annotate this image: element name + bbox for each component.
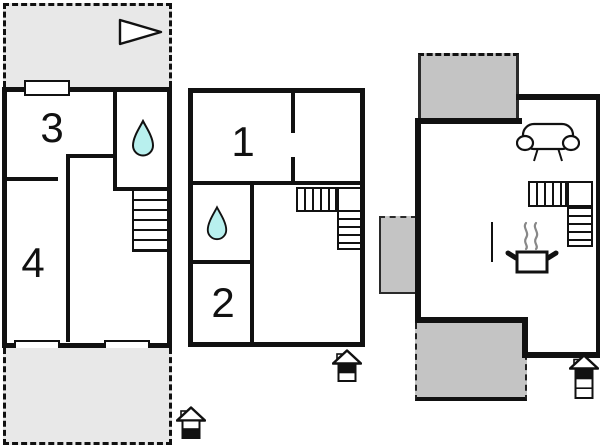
- wall-left-right-plan: [415, 118, 421, 323]
- wall-room-divider-c: [66, 154, 117, 158]
- staircase-middle-run: [296, 187, 337, 212]
- kitchen-counter-line: [491, 222, 493, 262]
- wall-top-left-right-plan: [415, 118, 522, 124]
- staircase-right-down-run: [567, 207, 593, 247]
- staircase-right-landing: [567, 181, 593, 207]
- sofa-icon: [516, 122, 580, 162]
- window-top: [24, 80, 70, 96]
- wall-room-divider-a: [5, 177, 58, 181]
- terrace-bottom-right-plan: [415, 323, 527, 401]
- wall-room-divider-b: [66, 154, 70, 342]
- wall-top-right-right-plan: [516, 94, 600, 100]
- direction-arrow-icon: [118, 18, 163, 46]
- room-4-label: 4: [21, 239, 45, 286]
- wall-right-right-plan: [596, 94, 600, 358]
- staircase-middle-landing: [337, 187, 362, 212]
- floor-indicator-upper-icon: [332, 349, 362, 382]
- room-2-label: 2: [211, 279, 235, 326]
- staircase-middle-down-run: [337, 210, 362, 250]
- wall-bathroom-right: [250, 185, 254, 342]
- water-drop-icon: [206, 205, 228, 241]
- floor-indicator-top-of-three-icon: [569, 354, 599, 399]
- wall-step-right-plan: [522, 317, 528, 358]
- wall-bathroom-left: [113, 90, 117, 190]
- wall-bathroom-bottom-mid: [193, 260, 250, 264]
- terrace-left-right-plan: [379, 216, 417, 294]
- wall-room1-lower: [291, 157, 295, 184]
- wall-bottom-left-right-plan: [415, 317, 528, 323]
- floor-indicator-lower-icon: [176, 406, 206, 440]
- wall-room1-upper: [291, 93, 295, 133]
- staircase-right-run: [528, 181, 567, 207]
- room-3-label: 3: [40, 104, 64, 151]
- terrace-bottom: [3, 348, 172, 445]
- wall-bathroom-bottom: [113, 187, 170, 191]
- terrace-top: [3, 3, 172, 87]
- staircase-left-plan: [132, 191, 167, 252]
- room-1-label: 1: [231, 118, 255, 165]
- stove-icon: [505, 221, 559, 274]
- water-drop-icon: [131, 119, 155, 157]
- wall-bottom-right-right-plan: [522, 352, 600, 358]
- terrace-top-right-plan: [418, 53, 519, 122]
- wall-cross: [193, 181, 360, 185]
